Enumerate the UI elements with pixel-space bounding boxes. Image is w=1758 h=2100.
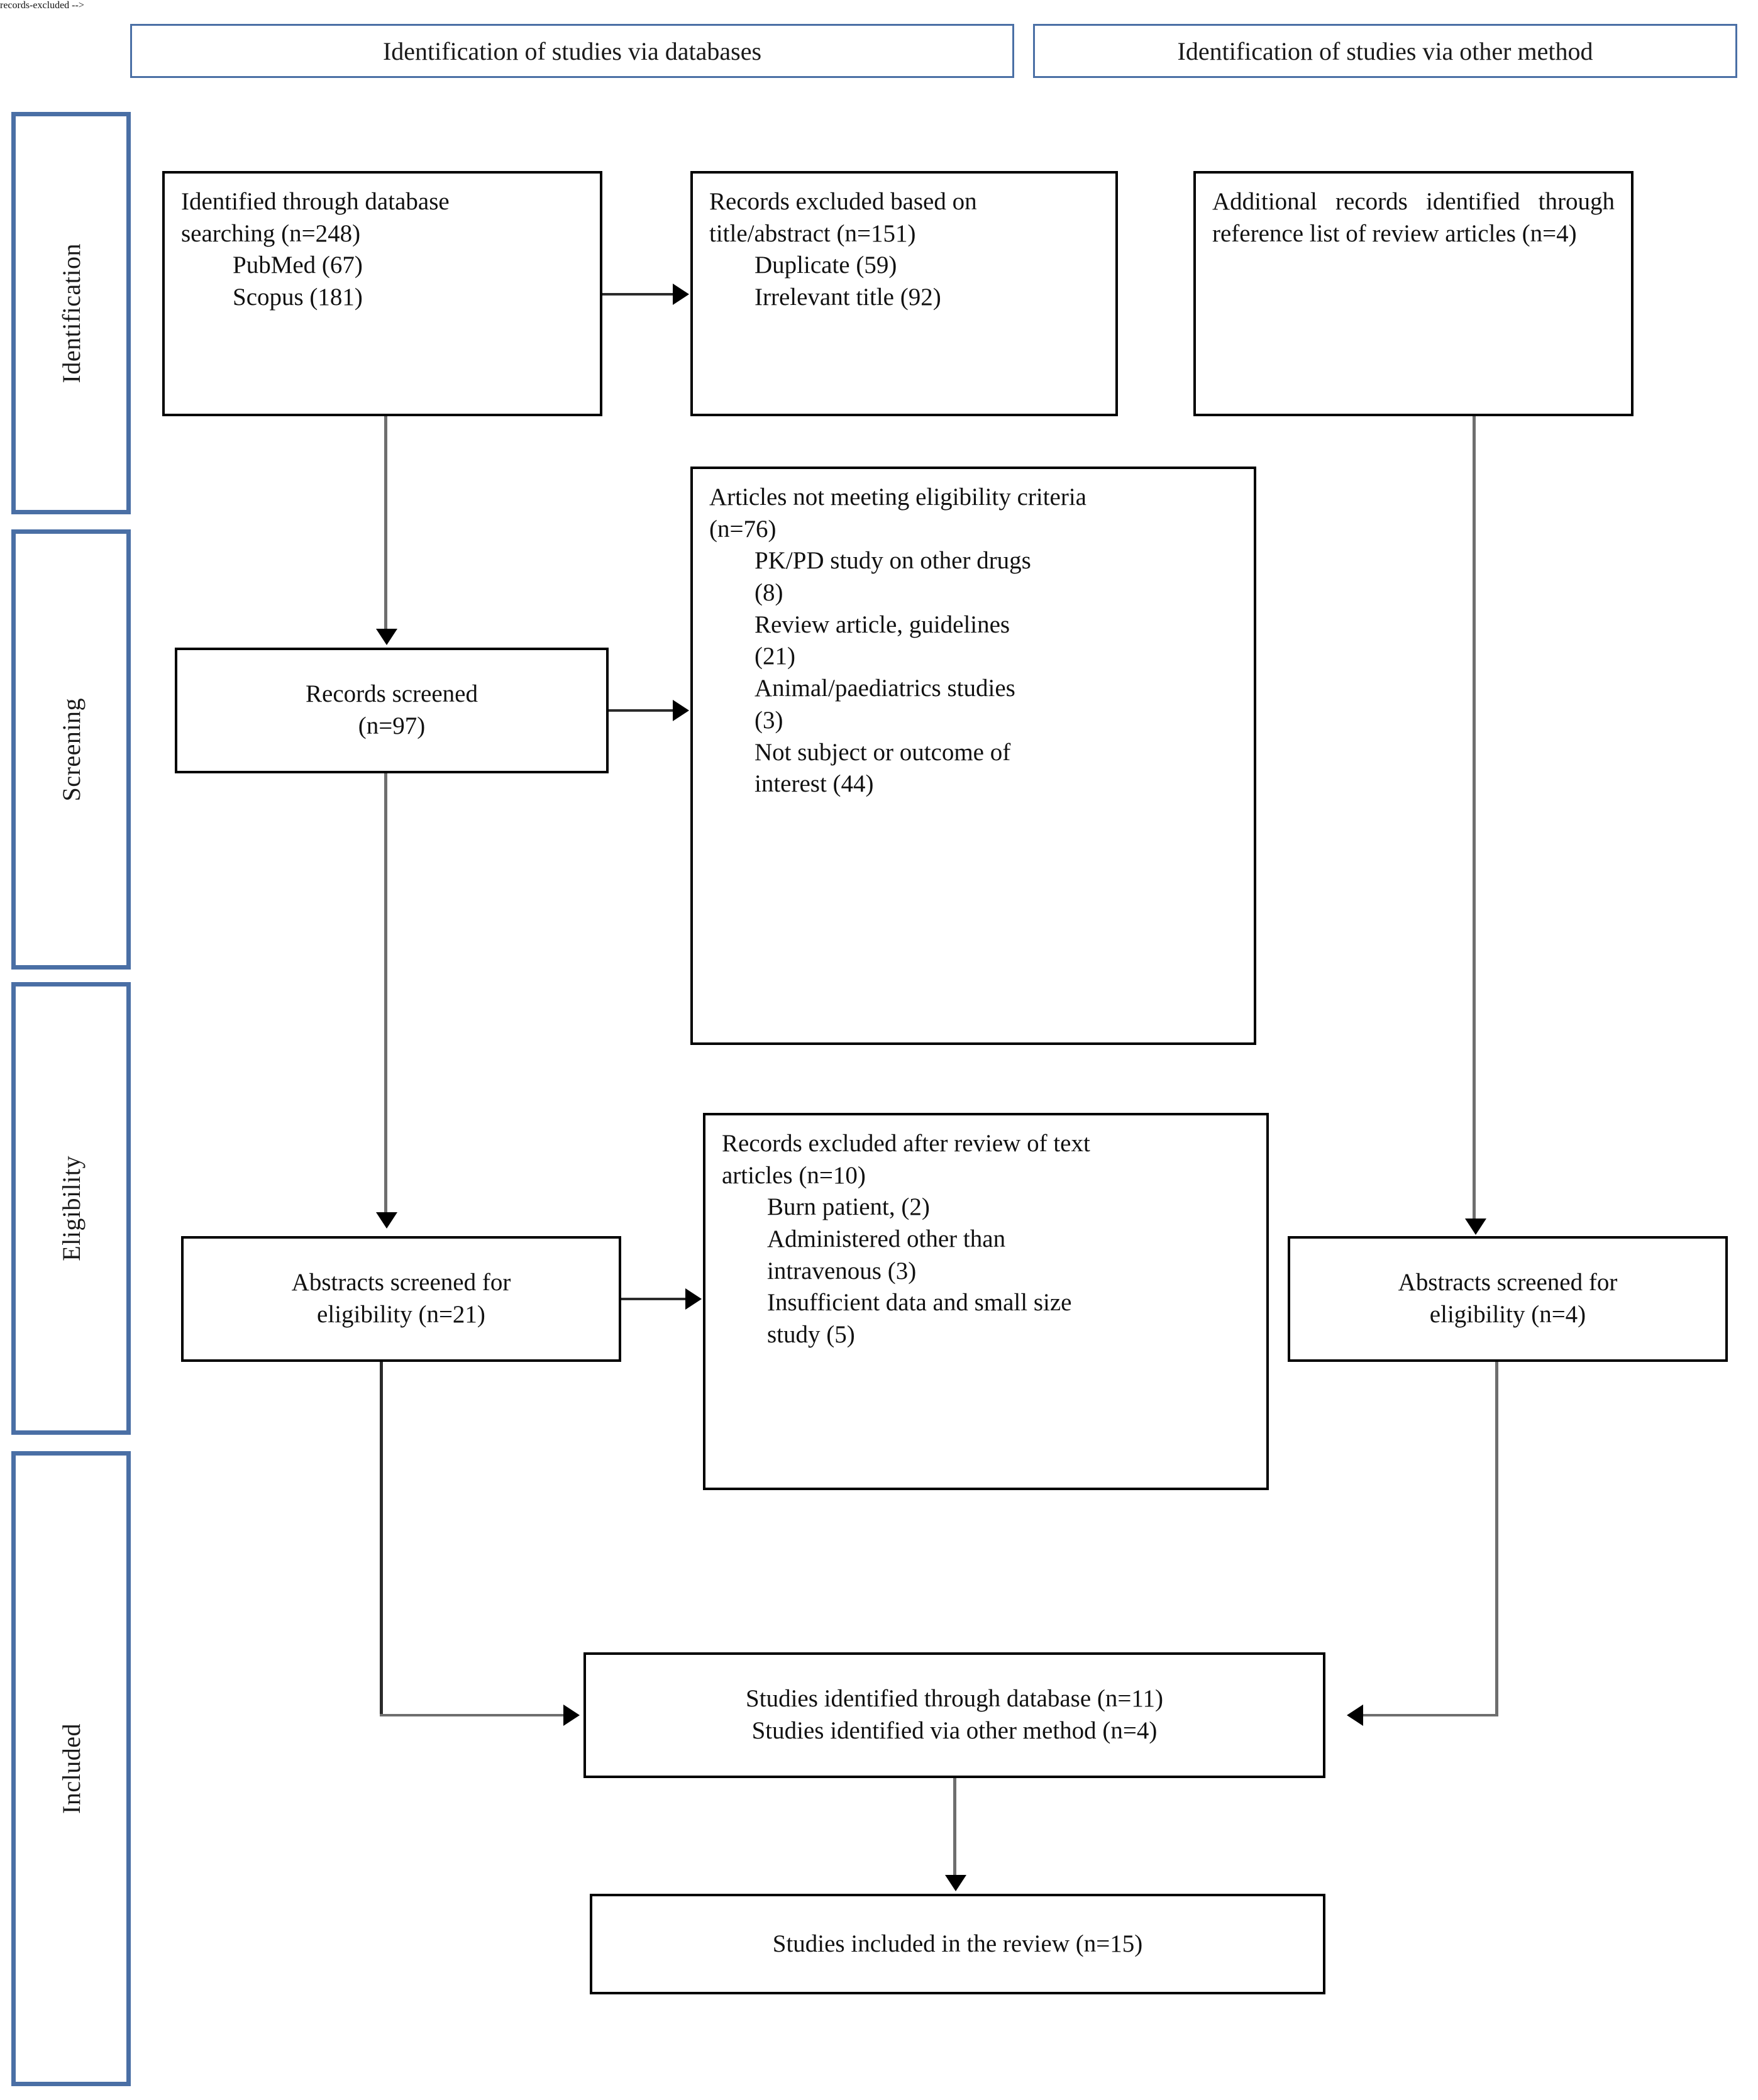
- node-studies-identified: Studies identified through database (n=1…: [583, 1652, 1325, 1778]
- articles-item-pkpd: PK/PD study on other drugs: [755, 547, 1031, 575]
- header-identification-databases: Identification of studies via databases: [130, 24, 1014, 78]
- articles-item-animal-count: (3): [755, 706, 783, 734]
- stage-eligibility-label: Eligibility: [57, 1156, 86, 1261]
- records-excluded-title: Records excluded based on: [709, 188, 977, 215]
- arrowhead-abstracts-other: [1465, 1219, 1486, 1235]
- excluded-text-item-burn: Burn patient, (2): [767, 1193, 930, 1221]
- records-excluded-item-duplicate: Duplicate (59): [755, 251, 897, 279]
- identified-db-title: Identified through database: [181, 188, 450, 215]
- connector-identified-to-records-screened: [384, 416, 387, 630]
- node-identified-through-database: Identified through database searching (n…: [162, 171, 602, 416]
- articles-item-review: Review article, guidelines: [755, 611, 1010, 638]
- records-screened-line1: Records screened: [306, 680, 478, 708]
- arrowhead-studies-identified-right: [1347, 1705, 1363, 1726]
- records-excluded-text-title: Records excluded after review of text: [722, 1130, 1090, 1157]
- arrowhead-studies-identified-left: [563, 1705, 580, 1726]
- arrowhead-screened-to-not-eligible: [673, 700, 689, 721]
- node-records-excluded-fulltext: Records excluded after review of text ar…: [703, 1113, 1269, 1490]
- records-excluded-title2: title/abstract (n=151): [709, 219, 916, 247]
- stage-included-label: Included: [57, 1723, 86, 1814]
- arrowhead-abstracts-to-excluded-fulltext: [685, 1288, 702, 1310]
- arrowhead-studies-included: [945, 1875, 966, 1891]
- articles-not-eligible-title: Articles not meeting eligibility criteri…: [709, 484, 1086, 511]
- identified-db-item-pubmed: PubMed (67): [233, 251, 363, 279]
- connector-identified-to-excluded: [602, 293, 674, 296]
- node-abstracts-screened-database: Abstracts screened for eligibility (n=21…: [181, 1236, 621, 1362]
- records-screened-line2: (n=97): [358, 712, 426, 739]
- studies-identified-line1: Studies identified through database (n=1…: [746, 1685, 1163, 1713]
- excluded-text-item-insufficient: Insufficient data and small size: [767, 1289, 1072, 1317]
- records-excluded-item-irrelevant: Irrelevant title (92): [755, 284, 941, 311]
- abstracts-db-line1: Abstracts screened for: [291, 1269, 511, 1296]
- articles-item-not-subject-count: interest (44): [755, 770, 874, 798]
- articles-item-animal: Animal/paediatrics studies: [755, 675, 1015, 702]
- stage-identification-label: Identification: [57, 243, 86, 384]
- excluded-text-item-intravenous: intravenous (3): [767, 1257, 917, 1285]
- excluded-text-item-study: study (5): [767, 1321, 855, 1349]
- connector-abstracts-db-right: [380, 1714, 565, 1716]
- records-excluded-text-title2: articles (n=10): [722, 1161, 866, 1189]
- connector-screened-to-abstracts-db: [384, 773, 387, 1213]
- header-databases-label: Identification of studies via databases: [382, 36, 762, 65]
- arrowhead-records-screened: [376, 629, 397, 645]
- articles-item-not-subject: Not subject or outcome of: [755, 738, 1011, 766]
- connector-screened-to-not-eligible: [609, 709, 674, 712]
- header-identification-other-method: Identification of studies via other meth…: [1033, 24, 1737, 78]
- abstracts-other-line2: eligibility (n=4): [1429, 1301, 1586, 1328]
- abstracts-other-line1: Abstracts screened for: [1398, 1269, 1618, 1296]
- articles-item-review-count: (21): [755, 643, 795, 670]
- connector-additional-to-abstracts-other: [1473, 416, 1476, 1221]
- stage-screening-label: Screening: [57, 697, 86, 802]
- connector-abstracts-other-left: [1363, 1714, 1498, 1716]
- node-studies-included: Studies included in the review (n=15): [590, 1894, 1325, 1994]
- arrowhead-abstracts-db: [376, 1212, 397, 1229]
- articles-not-eligible-title2: (n=76): [709, 515, 777, 543]
- header-other-method-label: Identification of studies via other meth…: [1177, 36, 1593, 65]
- abstracts-db-line2: eligibility (n=21): [317, 1301, 485, 1328]
- stage-included: Included: [11, 1451, 131, 2086]
- node-additional-records: Additional records identified through re…: [1193, 171, 1634, 416]
- node-records-screened: Records screened (n=97): [175, 648, 609, 773]
- connector-identified-to-included: [953, 1778, 956, 1876]
- stage-identification: Identification: [11, 112, 131, 514]
- connector-abstracts-other-down: [1495, 1362, 1498, 1715]
- stage-screening: Screening: [11, 529, 131, 970]
- node-records-excluded-title-abstract: Records excluded based on title/abstract…: [690, 171, 1118, 416]
- connector-abstracts-to-excluded-fulltext: [621, 1298, 687, 1300]
- node-articles-not-meeting-criteria: Articles not meeting eligibility criteri…: [690, 467, 1256, 1045]
- studies-identified-line2: Studies identified via other method (n=4…: [751, 1717, 1158, 1744]
- identified-db-item-scopus: Scopus (181): [233, 284, 363, 311]
- arrowhead-identified-to-excluded: [673, 284, 689, 305]
- stage-eligibility: Eligibility: [11, 982, 131, 1435]
- articles-item-pkpd-count: (8): [755, 579, 783, 607]
- node-abstracts-screened-other: Abstracts screened for eligibility (n=4): [1288, 1236, 1728, 1362]
- additional-records-text: Additional records identified through re…: [1212, 188, 1615, 247]
- excluded-text-item-administered: Administered other than: [767, 1225, 1006, 1253]
- studies-included-line1: Studies included in the review (n=15): [772, 1930, 1143, 1957]
- connector-abstracts-db-down: [380, 1362, 383, 1715]
- identified-db-title2: searching (n=248): [181, 219, 361, 247]
